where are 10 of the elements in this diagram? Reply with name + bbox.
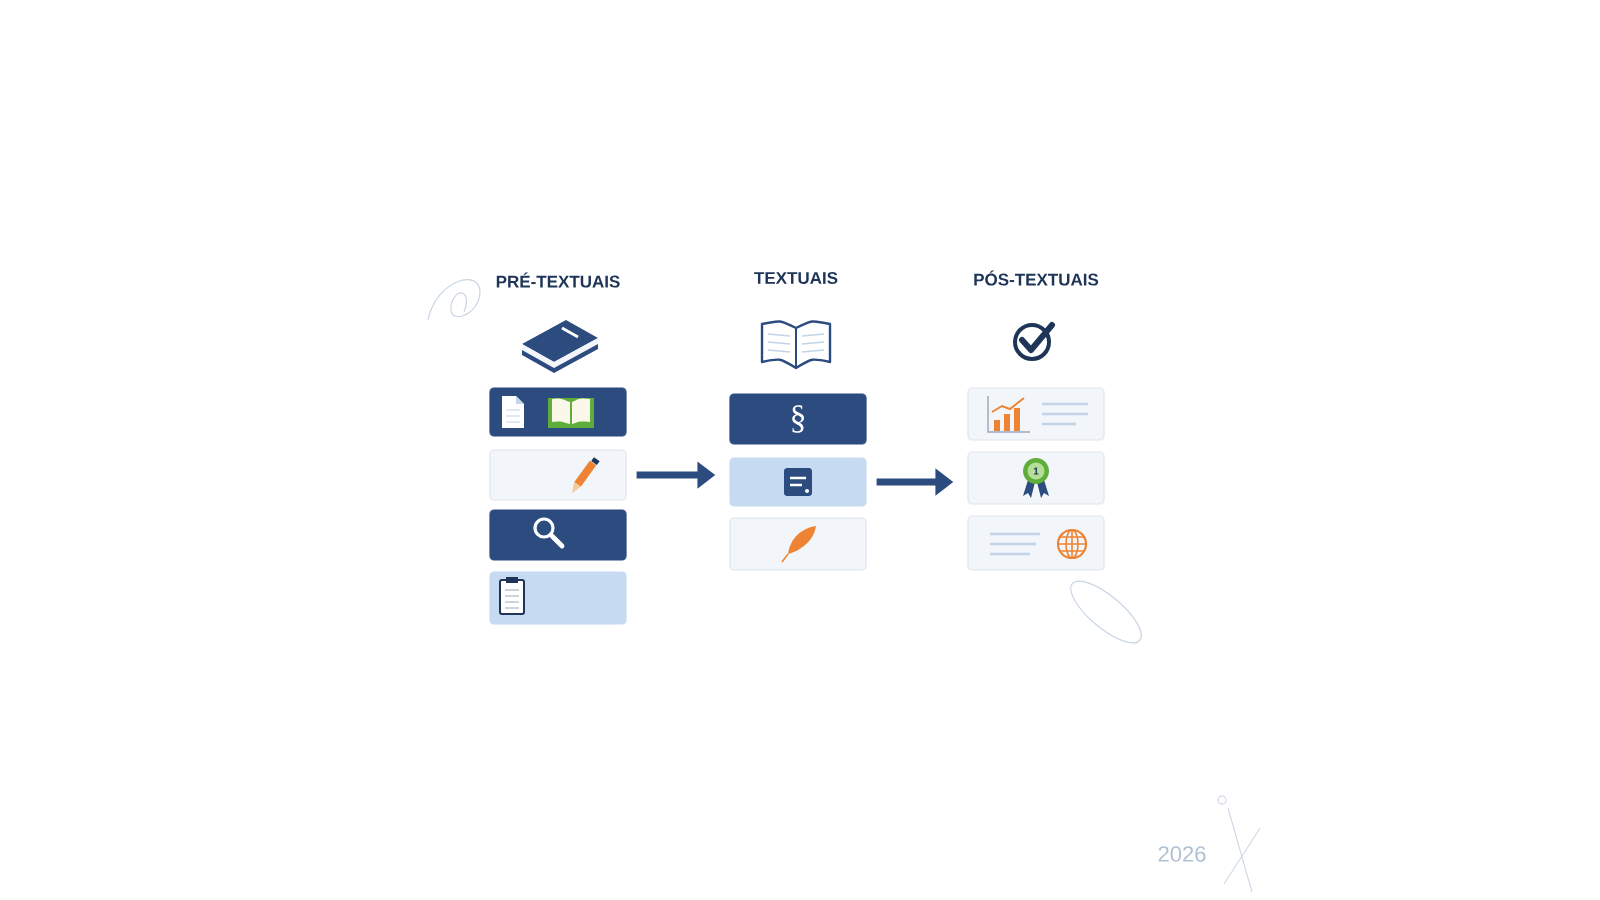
year-text: 2026 [1158,846,1206,862]
column-heading: PÓS-TEXTUAIS [974,270,1099,286]
symbol-box: § [729,393,867,445]
icon-box [489,509,627,561]
icon-box [967,451,1105,505]
icon-box [729,517,867,571]
icon-box [967,515,1105,571]
column-heading: PRÉ-TEXTUAIS [496,272,620,288]
column-heading: TEXTUAIS [754,272,838,284]
icon-box [489,449,627,501]
